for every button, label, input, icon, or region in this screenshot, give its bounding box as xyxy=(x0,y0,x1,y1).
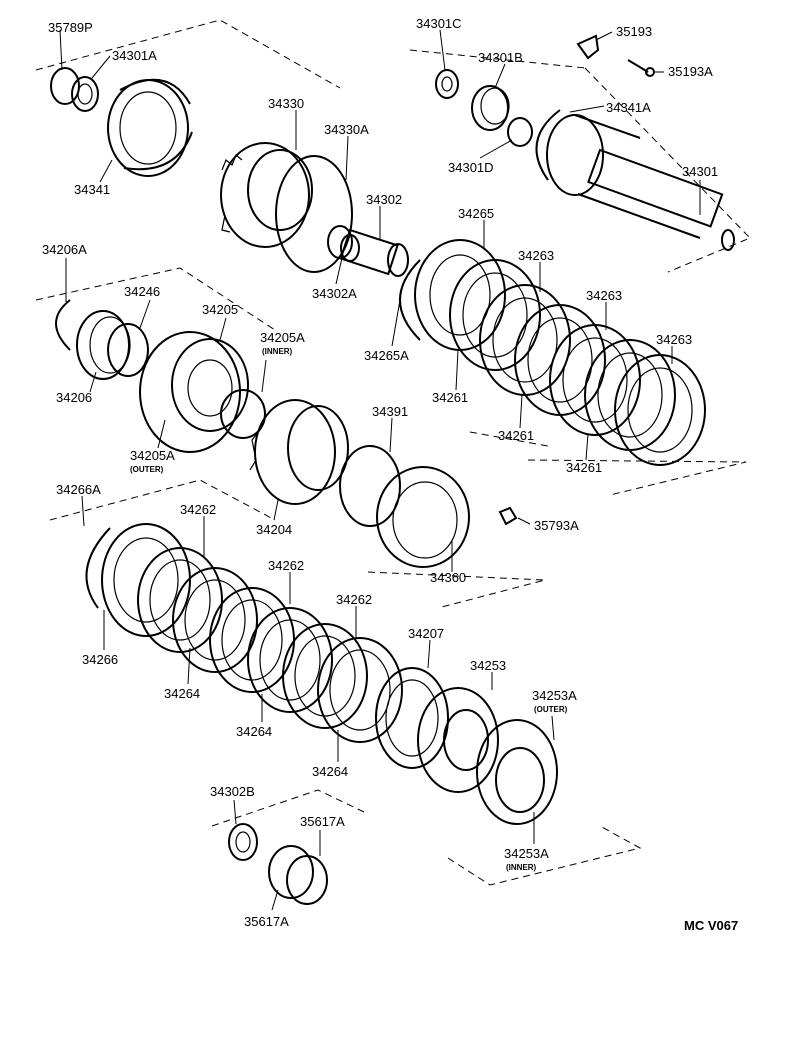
part-34266A xyxy=(85,527,111,609)
clutch-pack-1 xyxy=(449,259,706,466)
part-35193 xyxy=(576,34,600,60)
label-34261-b: 34261 xyxy=(498,428,534,443)
part-34253A-outer xyxy=(476,719,558,825)
part-34207 xyxy=(375,667,449,769)
label-34266A: 34266A xyxy=(56,482,101,497)
part-34301C xyxy=(435,69,459,99)
label-34302A: 34302A xyxy=(312,286,357,301)
part-34301 xyxy=(546,114,735,251)
part-35789P xyxy=(50,67,80,105)
part-34302B xyxy=(228,823,258,861)
label-34266: 34266 xyxy=(82,652,118,667)
label-34301D: 34301D xyxy=(448,160,494,175)
part-34341 xyxy=(107,78,193,177)
part-34301A xyxy=(71,76,99,112)
label-34264-a: 34264 xyxy=(164,686,200,701)
label-34205A-inner: 34205A xyxy=(260,330,305,345)
part-labels: 35789P 34301A 34341 34301C 34301B 35193 … xyxy=(42,16,738,933)
label-34265A: 34265A xyxy=(364,348,409,363)
label-34263-c: 34263 xyxy=(656,332,692,347)
label-34263-b: 34263 xyxy=(586,288,622,303)
label-34262-c: 34262 xyxy=(336,592,372,607)
label-34204: 34204 xyxy=(256,522,292,537)
part-34391 xyxy=(339,445,401,527)
label-34302: 34302 xyxy=(366,192,402,207)
label-34261-c: 34261 xyxy=(566,460,602,475)
label-34263-a: 34263 xyxy=(518,248,554,263)
label-34360: 34360 xyxy=(430,570,466,585)
clutch-pack-2 xyxy=(137,547,403,743)
part-34341A xyxy=(535,109,561,181)
part-34330 xyxy=(220,142,313,248)
label-35789P: 35789P xyxy=(48,20,93,35)
label-34205A-outer: 34205A xyxy=(130,448,175,463)
label-34265: 34265 xyxy=(458,206,494,221)
label-outer-1: (OUTER) xyxy=(130,465,164,474)
label-35193A: 35193A xyxy=(668,64,713,79)
label-34261-a: 34261 xyxy=(432,390,468,405)
label-34264-b: 34264 xyxy=(236,724,272,739)
label-34302B: 34302B xyxy=(210,784,255,799)
label-34301A: 34301A xyxy=(112,48,157,63)
part-35617A-pair xyxy=(268,845,328,905)
label-34262-a: 34262 xyxy=(180,502,216,517)
label-34207: 34207 xyxy=(408,626,444,641)
part-34205A-inner xyxy=(220,389,266,439)
label-34246: 34246 xyxy=(124,284,160,299)
label-34330A: 34330A xyxy=(324,122,369,137)
label-34301B: 34301B xyxy=(478,50,523,65)
part-34302A xyxy=(340,234,360,262)
leader-lines xyxy=(59,29,701,911)
label-34391: 34391 xyxy=(372,404,408,419)
part-34253 xyxy=(417,687,499,793)
label-34253A-inner: 34253A xyxy=(504,846,549,861)
label-34206: 34206 xyxy=(56,390,92,405)
part-34360 xyxy=(376,466,470,568)
part-34330A xyxy=(275,155,353,273)
label-35617A-a: 35617A xyxy=(300,814,345,829)
label-34264-c: 34264 xyxy=(312,764,348,779)
part-34302 xyxy=(327,225,409,277)
part-34265A xyxy=(399,259,421,341)
label-outer-2: (OUTER) xyxy=(534,705,568,714)
label-34330: 34330 xyxy=(268,96,304,111)
label-35193: 35193 xyxy=(616,24,652,39)
figure-code: MC V067 xyxy=(684,918,738,933)
label-34205: 34205 xyxy=(202,302,238,317)
label-35617A-b: 35617A xyxy=(244,914,289,929)
label-34301C: 34301C xyxy=(416,16,462,31)
part-34301B xyxy=(471,85,510,131)
part-34205 xyxy=(139,331,249,453)
part-35193A xyxy=(627,59,655,77)
part-34246 xyxy=(107,323,149,377)
group-outlines xyxy=(35,19,751,886)
part-34266 xyxy=(101,523,191,637)
label-34301: 34301 xyxy=(682,164,718,179)
part-34265 xyxy=(414,239,506,351)
part-34206 xyxy=(76,310,131,380)
label-34253A-outer: 34253A xyxy=(532,688,577,703)
label-34341A: 34341A xyxy=(606,100,651,115)
label-34206A: 34206A xyxy=(42,242,87,257)
label-35793A: 35793A xyxy=(534,518,579,533)
label-34262-b: 34262 xyxy=(268,558,304,573)
part-35793A xyxy=(498,506,518,526)
part-34204 xyxy=(249,399,349,505)
part-34253A-inner xyxy=(495,747,545,813)
label-inner-1: (INNER) xyxy=(262,347,293,356)
part-34206A xyxy=(55,299,71,351)
label-34253: 34253 xyxy=(470,658,506,673)
label-inner-2: (INNER) xyxy=(506,863,537,872)
label-34341: 34341 xyxy=(74,182,110,197)
part-34301D xyxy=(507,117,533,147)
